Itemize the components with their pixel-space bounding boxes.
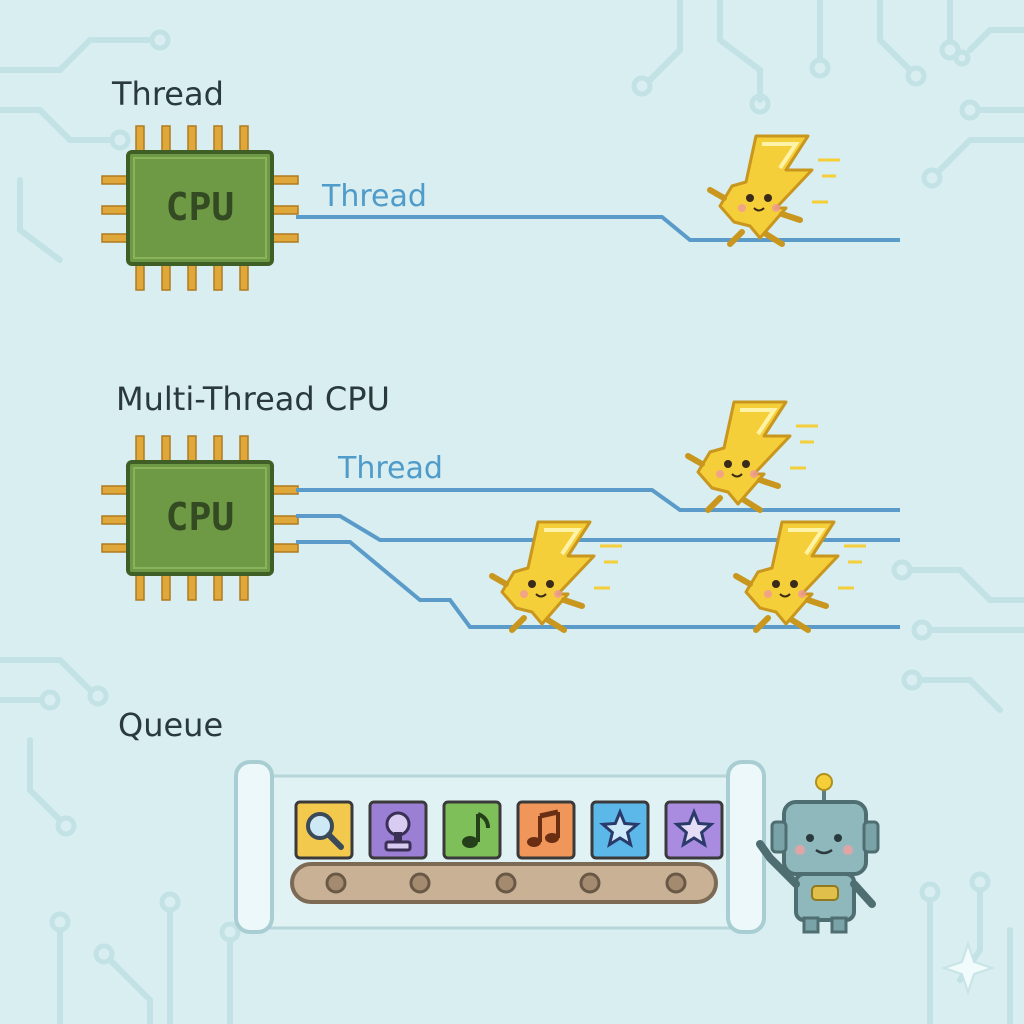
conveyor-belt	[292, 864, 716, 902]
queue-item-music-note-icon	[444, 802, 500, 858]
sparkle-icon	[944, 944, 992, 992]
single-thread-line	[296, 217, 900, 240]
cpu-chip-single: CPU	[102, 126, 298, 290]
multi-thread-label: Thread	[337, 451, 443, 486]
cpu-label: CPU	[166, 495, 235, 539]
robot-icon	[760, 774, 878, 932]
bolt-character-icon	[688, 402, 818, 510]
cpu-label: CPU	[166, 185, 235, 229]
queue-item-magnifier-icon	[296, 802, 352, 858]
multi-thread-title: Multi-Thread CPU	[116, 380, 390, 418]
queue-title: Queue	[118, 706, 223, 744]
single-thread-label: Thread	[321, 179, 427, 214]
queue-item-joystick-icon	[370, 802, 426, 858]
cpu-chip-multi: CPU	[102, 436, 298, 600]
queue-item-star-icon	[592, 802, 648, 858]
bolt-character-icon	[710, 136, 840, 244]
queue-item-star-icon	[666, 802, 722, 858]
thread-line-1	[296, 490, 900, 510]
queue-item-music-notes-icon	[518, 802, 574, 858]
single-thread-title: Thread	[111, 75, 224, 113]
